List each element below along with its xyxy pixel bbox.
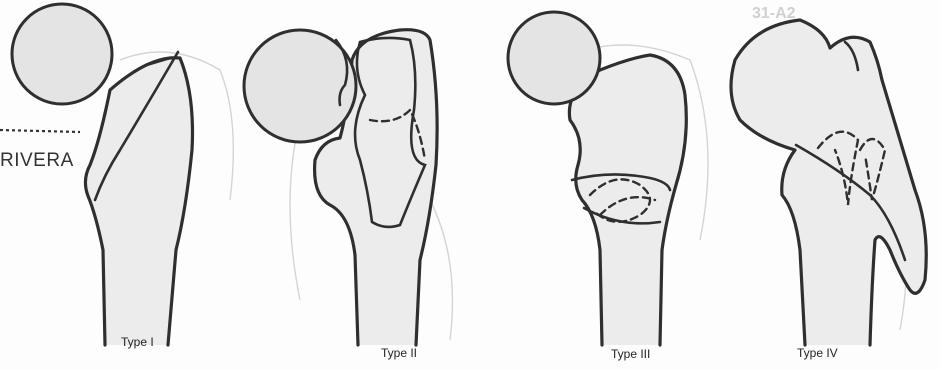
femoral-head-type-1 (12, 4, 112, 104)
femoral-head-type-3 (508, 12, 600, 104)
panel-type-3: Type III (508, 12, 686, 361)
femur-outline-type-3 (569, 55, 686, 345)
pointer-line (0, 130, 80, 132)
femur-outline-type-1 (85, 58, 192, 345)
panel-type-4: Type IV (731, 20, 926, 360)
background-ghost-text: 31-A2 (752, 5, 796, 22)
label-type-1: Type I (121, 335, 154, 349)
label-type-4: Type IV (797, 346, 838, 360)
panel-type-1: RIVERA Type I (0, 4, 193, 349)
femur-outline-type-4 (731, 20, 926, 345)
panel-type-2: Type II (244, 30, 437, 360)
label-type-3: Type III (611, 347, 650, 361)
side-label: RIVERA (0, 150, 74, 171)
label-type-2: Type II (381, 346, 417, 360)
